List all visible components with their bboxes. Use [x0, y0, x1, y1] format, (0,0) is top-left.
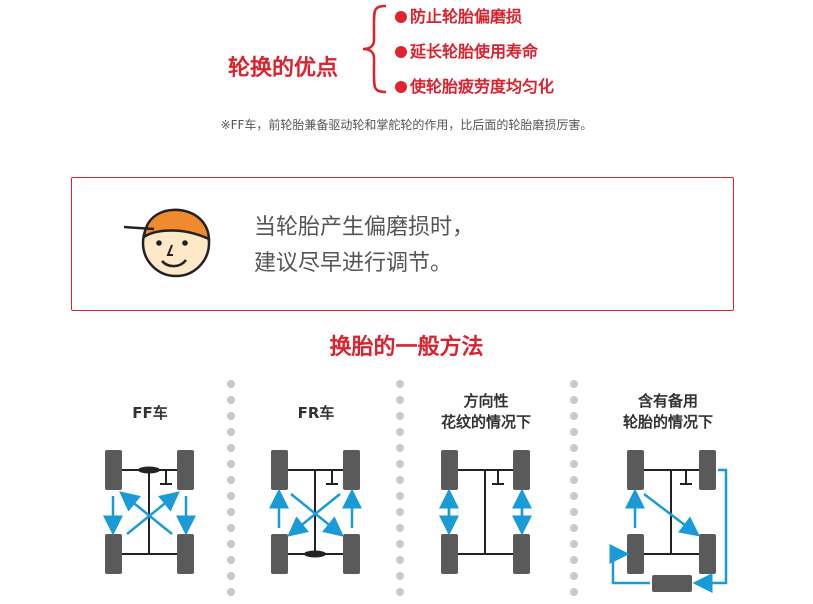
advantage-item-3: 使轮胎疲劳度均匀化 [395, 73, 554, 97]
bullet-dot-icon [395, 46, 407, 58]
method-title-directional: 方向性 花纹的情况下 [421, 391, 551, 433]
dotted-divider [396, 380, 404, 604]
brace-icon [362, 4, 387, 94]
advice-line-2: 建议尽早进行调节。 [254, 251, 453, 276]
bullet-dot-icon [395, 11, 407, 23]
title-line: 方向性 [463, 392, 509, 410]
ff-rotation-diagram [103, 450, 196, 574]
bullet-dot-icon [395, 81, 407, 93]
title-line: 含有备用 [637, 392, 698, 410]
cartoon-boy-face-icon [123, 208, 211, 278]
advice-text: 当轮胎产生偏磨损时， 建议尽早进行调节。 [254, 210, 474, 282]
advice-line-1: 当轮胎产生偏磨损时， [254, 215, 475, 240]
directional-rotation-diagram [439, 450, 532, 574]
ff-car-note: ※FF车，前轮胎兼备驱动轮和掌舵轮的作用，比后面的轮胎磨损厉害。 [220, 118, 593, 132]
advice-box [71, 177, 734, 311]
method-title-spare: 含有备用 轮胎的情况下 [603, 391, 733, 433]
method-title-fr: FR车 [297, 404, 335, 422]
title-line: 轮胎的情况下 [622, 413, 713, 431]
advantage-item-text: 延长轮胎使用寿命 [410, 42, 539, 61]
advantages-title: 轮换的优点 [228, 56, 339, 81]
advantage-item-text: 使轮胎疲劳度均匀化 [410, 77, 555, 96]
advantage-item-text: 防止轮胎偏磨损 [410, 7, 523, 26]
title-line: 花纹的情况下 [440, 413, 531, 431]
dotted-divider [227, 380, 235, 604]
advantage-item-2: 延长轮胎使用寿命 [395, 38, 538, 62]
method-title-ff: FF车 [132, 404, 168, 422]
spare-rotation-diagram [609, 450, 728, 593]
methods-title: 换胎的一般方法 [329, 335, 484, 360]
advantage-item-1: 防止轮胎偏磨损 [395, 3, 522, 27]
fr-rotation-diagram [269, 450, 362, 574]
dotted-divider [570, 380, 578, 604]
